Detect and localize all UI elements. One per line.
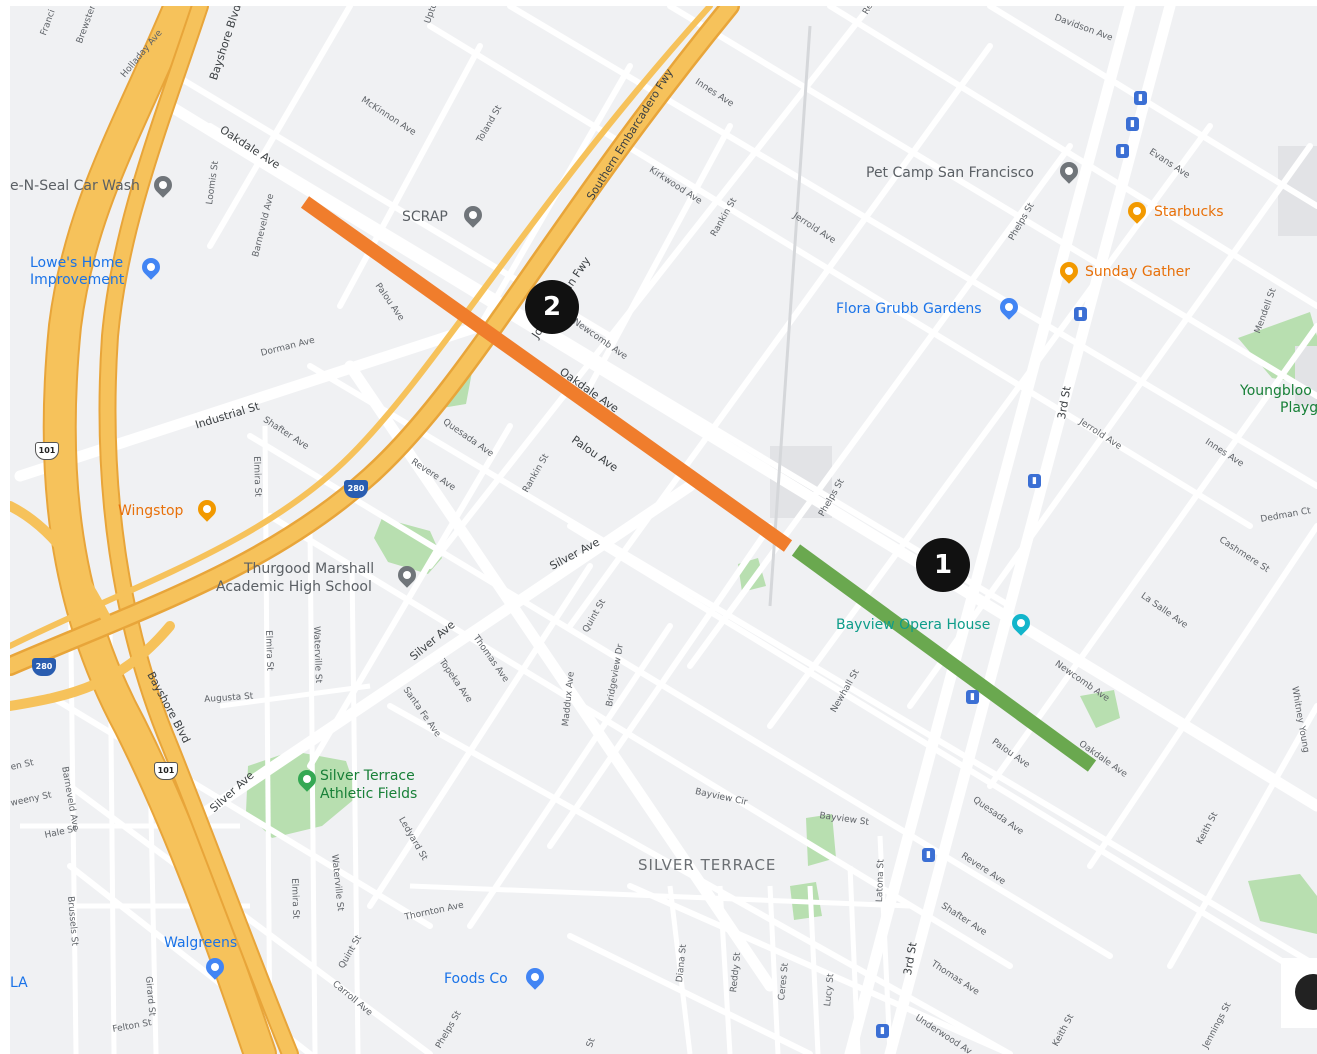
shield-101-icon: 101 (35, 442, 59, 460)
poi-label-silver-terrace-fields[interactable]: Silver Terrace (320, 768, 415, 784)
route-segment-1[interactable] (791, 544, 1097, 772)
poi-label-thurgood[interactable]: Thurgood Marshall (244, 561, 375, 577)
poi-label-flora-grubb[interactable]: Flora Grubb Gardens (836, 301, 982, 317)
bus-stop-icon[interactable]: ▮ (1028, 474, 1041, 488)
poi-label-wingstop[interactable]: Wingstop (118, 503, 184, 519)
bus-stop-icon[interactable]: ▮ (1126, 117, 1139, 131)
bus-stop-icon[interactable]: ▮ (1116, 144, 1129, 158)
shield-280-icon: 280 (344, 480, 368, 498)
map-canvas[interactable]: John F. Foran Fwy Southern Embarcadero F… (10, 6, 1317, 1054)
poi-label-partial: LA (10, 975, 28, 991)
bus-stop-icon[interactable]: ▮ (922, 848, 935, 862)
poi-label-scrap[interactable]: SCRAP (402, 209, 448, 225)
route-marker-2[interactable]: 2 (525, 280, 579, 334)
map-base-layer (10, 6, 1317, 1054)
route-marker-1[interactable]: 1 (916, 538, 970, 592)
highways (10, 6, 740, 1054)
bus-stop-icon[interactable]: ▮ (966, 690, 979, 704)
poi-label-youngblood[interactable]: Playg (1280, 400, 1317, 416)
poi-label-thurgood[interactable]: Academic High School (216, 579, 372, 595)
poi-label-lowes[interactable]: Lowe's Home (30, 255, 124, 271)
poi-label-silver-terrace-fields[interactable]: Athletic Fields (320, 786, 418, 802)
district-label: SILVER TERRACE (638, 856, 777, 874)
poi-label-starbucks[interactable]: Starbucks (1154, 204, 1224, 220)
shield-280-icon: 280 (32, 658, 56, 676)
route-segment-2[interactable] (300, 196, 793, 552)
map-control-button[interactable] (1295, 974, 1317, 1010)
bus-stop-icon[interactable]: ▮ (1074, 307, 1087, 321)
poi-label-foods-co[interactable]: Foods Co (444, 971, 508, 987)
poi-label-youngblood[interactable]: Youngbloo (1240, 383, 1312, 399)
park-areas (246, 312, 1317, 934)
minor-streets (47, 6, 1317, 1054)
major-streets (14, 6, 1317, 1054)
street-label: Elmira St (263, 629, 275, 672)
poi-label-opera-house[interactable]: Bayview Opera House (836, 617, 991, 633)
poi-label-pet-camp[interactable]: Pet Camp San Francisco (866, 165, 1034, 181)
poi-label-sunday-gather[interactable]: Sunday Gather (1085, 264, 1190, 280)
shield-101-icon: 101 (154, 762, 178, 780)
poi-label-lowes[interactable]: Improvement (30, 272, 125, 288)
street-label: Elmira St (251, 455, 263, 498)
rail-line (768, 25, 812, 607)
bus-stop-icon[interactable]: ▮ (876, 1024, 889, 1038)
poi-label-car-wash[interactable]: e-N-Seal Car Wash (10, 178, 140, 194)
street-label: Waterville St (311, 625, 323, 684)
street-label: Latona St (875, 859, 887, 903)
street-label: Elmira St (289, 877, 301, 920)
poi-label-walgreens[interactable]: Walgreens (164, 935, 238, 951)
bus-stop-icon[interactable]: ▮ (1134, 91, 1147, 105)
